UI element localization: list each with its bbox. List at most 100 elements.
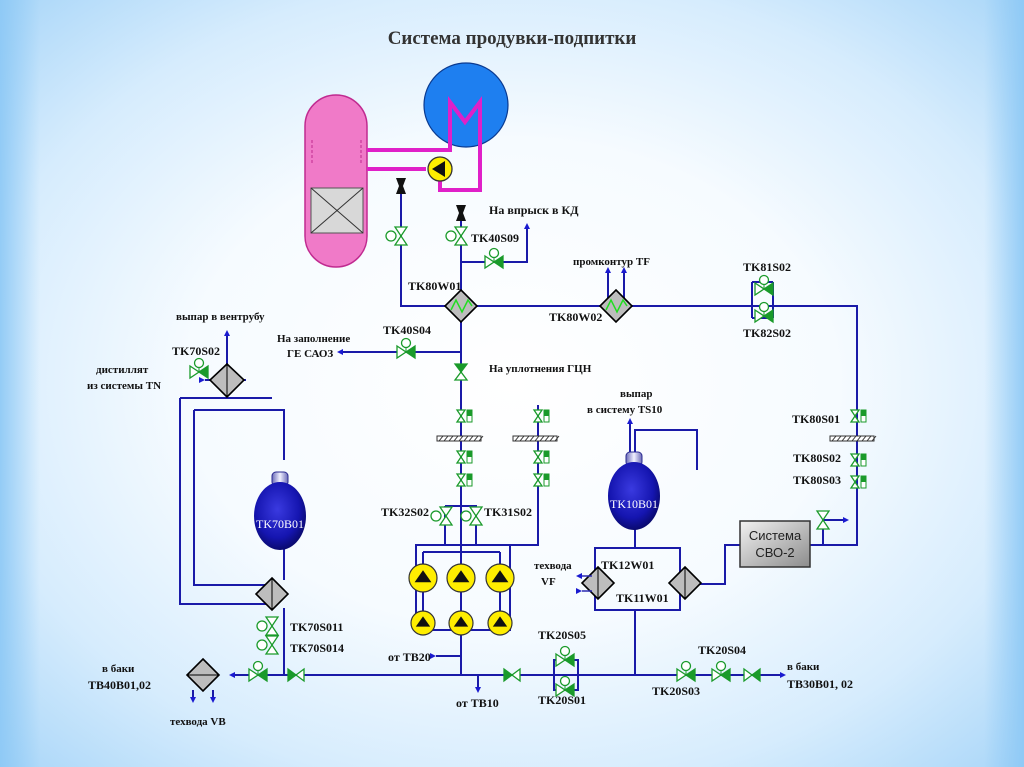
flow-arrow-icon [224,330,230,336]
label-fill-ge-2: ГЕ САОЗ [287,348,333,360]
flow-arrow-icon [190,697,196,703]
pump-icon[interactable] [410,610,436,636]
isolation-valve-icon[interactable] [849,453,867,467]
label-tanks-tb40-1: в баки [102,663,135,675]
heat-exchanger-tk80w01[interactable] [443,288,479,324]
flow-arrow-icon [780,672,786,678]
flow-arrow-icon [199,377,205,383]
main-circulation-pump-icon [427,156,453,182]
valve-icon[interactable] [754,274,774,297]
flow-arrow-icon [430,653,436,659]
check-valve-icon [453,363,469,381]
label-tk81s02: TK81S02 [743,260,791,274]
label-tk82s02: TK82S02 [743,326,791,340]
valve-icon[interactable] [189,357,209,380]
tank-label: TK10B01 [610,497,658,511]
valve-icon[interactable] [484,247,504,270]
tank-tk70b01[interactable]: TK70B01 [254,471,306,550]
pipe [179,398,268,605]
system-svo2-box[interactable]: Система СВО-2 [739,520,811,568]
isolation-valve-icon[interactable] [849,475,867,489]
makeup-pumps [408,551,515,636]
heat-exchanger-tk11w01[interactable] [667,565,703,601]
pump-icon[interactable] [485,563,515,593]
label-techwater-vb: техвода VB [170,716,226,728]
label-fill-ge-1: На заполнение [277,333,350,345]
label-tk70s02: TK70S02 [172,344,220,358]
label-tk40s04: TK40S04 [383,323,431,337]
valve-icon[interactable] [396,337,416,360]
label-distillate-2: из системы TN [87,380,161,392]
pipe [700,544,740,585]
flow-arrow-icon [475,687,481,693]
containment-wall-marks [436,435,877,442]
label-from-tb10: от TB10 [456,696,499,710]
isolation-valve-icon[interactable] [532,409,550,423]
label-tk40s09: TK40S09 [471,231,519,245]
label-exhaust-ts10-1: выпар [620,388,652,400]
tank-tk10b01[interactable]: TK10B01 [608,451,660,530]
isolation-valve-icon[interactable] [532,473,550,487]
label-tk80w02: TK80W02 [549,310,602,324]
flow-restrictor-icon [456,205,466,221]
flow-arrow-icon [843,517,849,523]
label-tk80s03: TK80S03 [793,473,841,487]
valve-icon[interactable] [676,660,696,683]
isolation-valve-icon[interactable] [455,450,473,464]
pipe [180,397,285,460]
label-tk31s02: TK31S02 [484,505,532,519]
pump-icon[interactable] [448,610,474,636]
label-tk20s01: TK20S01 [538,693,586,707]
label-tk11w01: TK11W01 [616,591,669,605]
check-valve-icon [287,667,305,683]
isolation-valve-icon[interactable] [455,409,473,423]
label-tk70s011: TK70S011 [290,620,343,634]
valve-icon[interactable] [445,226,469,246]
valve-icon[interactable] [430,506,454,526]
valve-icon[interactable] [248,660,268,683]
isolation-valve-icon[interactable] [532,450,550,464]
valve-icon[interactable] [754,301,774,324]
valve-icon[interactable] [256,635,280,655]
valve-icon[interactable] [555,675,575,698]
label-tk20s05: TK20S05 [538,628,586,642]
pump-icon[interactable] [446,563,476,593]
pipe [822,519,845,545]
valve-icon[interactable] [815,510,831,530]
heat-exchanger-tk70-lower[interactable] [254,576,290,612]
heat-exchanger-tk70[interactable] [208,362,246,399]
pipe [192,690,214,698]
pump-icon[interactable] [487,610,513,636]
valve-icon[interactable] [385,226,409,246]
steam-generator [423,62,509,148]
label-tk80w01: TK80W01 [408,279,461,293]
label-promkontur-tf: промконтур TF [573,256,650,268]
frame-edge-right [984,0,1024,767]
label-from-tb20: от TB20 [388,650,431,664]
valve-icon[interactable] [256,616,280,636]
flow-arrow-icon [337,349,343,355]
valves [189,226,867,698]
pump-icon[interactable] [408,563,438,593]
heat-exchanger-vb[interactable] [185,657,221,693]
flow-arrow-icon [621,267,627,273]
isolation-valve-icon[interactable] [849,409,867,423]
primary-loop-hot [367,96,482,192]
label-distillate-1: дистиллят [96,364,149,376]
valve-icon[interactable] [460,506,484,526]
valve-icon[interactable] [711,660,731,683]
pipe [193,410,268,586]
tank-label: TK70B01 [256,517,304,531]
label-tk70s014: TK70S014 [290,641,344,655]
label-exhaust-ts10-2: в систему TS10 [587,404,663,416]
flow-arrow-icon [627,418,633,424]
isolation-valve-icon[interactable] [455,473,473,487]
frame-edge-left [0,0,40,767]
label-injection-kd: На впрыск в КД [489,203,579,217]
label-seals-gcn: На уплотнения ГЦН [489,363,592,375]
pipe [461,228,528,263]
heat-exchanger-tk80w02[interactable] [598,288,634,324]
valve-icon[interactable] [555,645,575,668]
label-tanks-tb40-2: TB40B01,02 [88,678,151,692]
